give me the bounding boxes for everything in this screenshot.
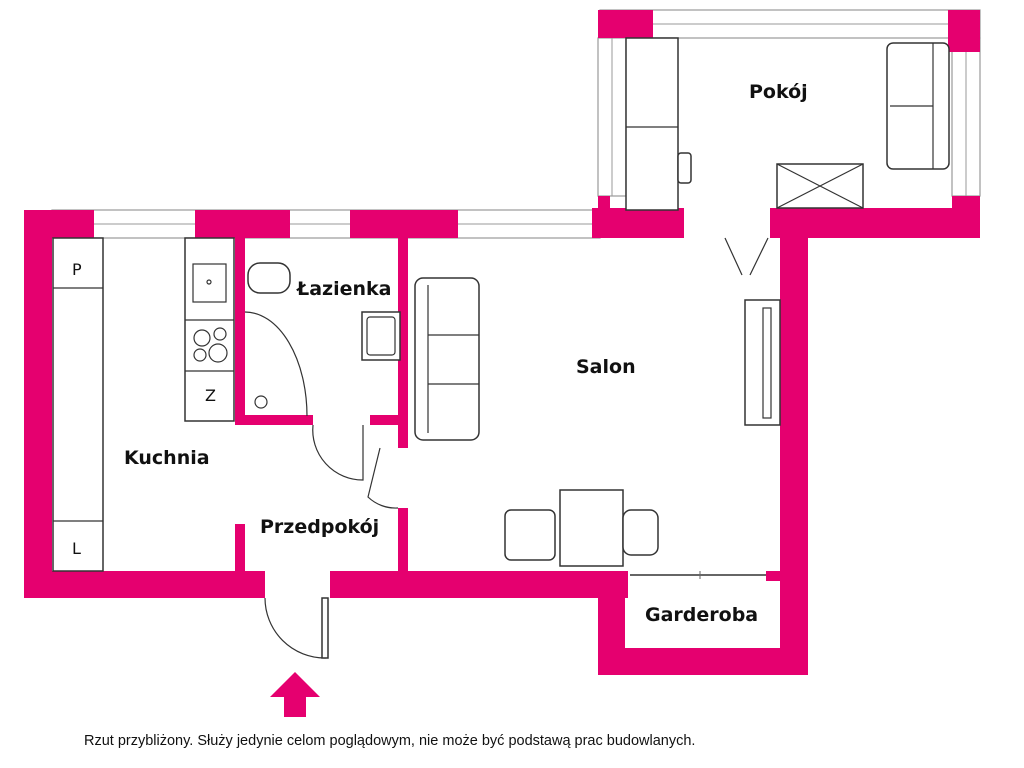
cabinet-z-label: Z [205, 386, 216, 405]
disclaimer-note: Rzut przybliżony. Służy jedynie celom po… [84, 733, 696, 749]
fridge-label: P [72, 260, 82, 279]
room-label-przedpokoj: Przedpokój [260, 516, 379, 538]
kitchen-units [52, 237, 235, 572]
room-label-garderoba: Garderoba [645, 604, 758, 626]
room-label-kuchnia: Kuchnia [124, 447, 210, 469]
room-label-salon: Salon [576, 356, 636, 378]
entrance-door [264, 597, 329, 659]
windows [51, 9, 981, 239]
room-label-lazienka: Łazienka [296, 278, 391, 300]
room-label-pokoj: Pokój [749, 81, 808, 103]
cabinet-l-label: L [72, 539, 81, 558]
walls [24, 10, 980, 675]
salon-furniture [414, 237, 781, 579]
entrance-arrow-icon [270, 672, 320, 717]
bathroom-fixtures [244, 262, 401, 509]
pokoj-furniture [625, 37, 950, 211]
